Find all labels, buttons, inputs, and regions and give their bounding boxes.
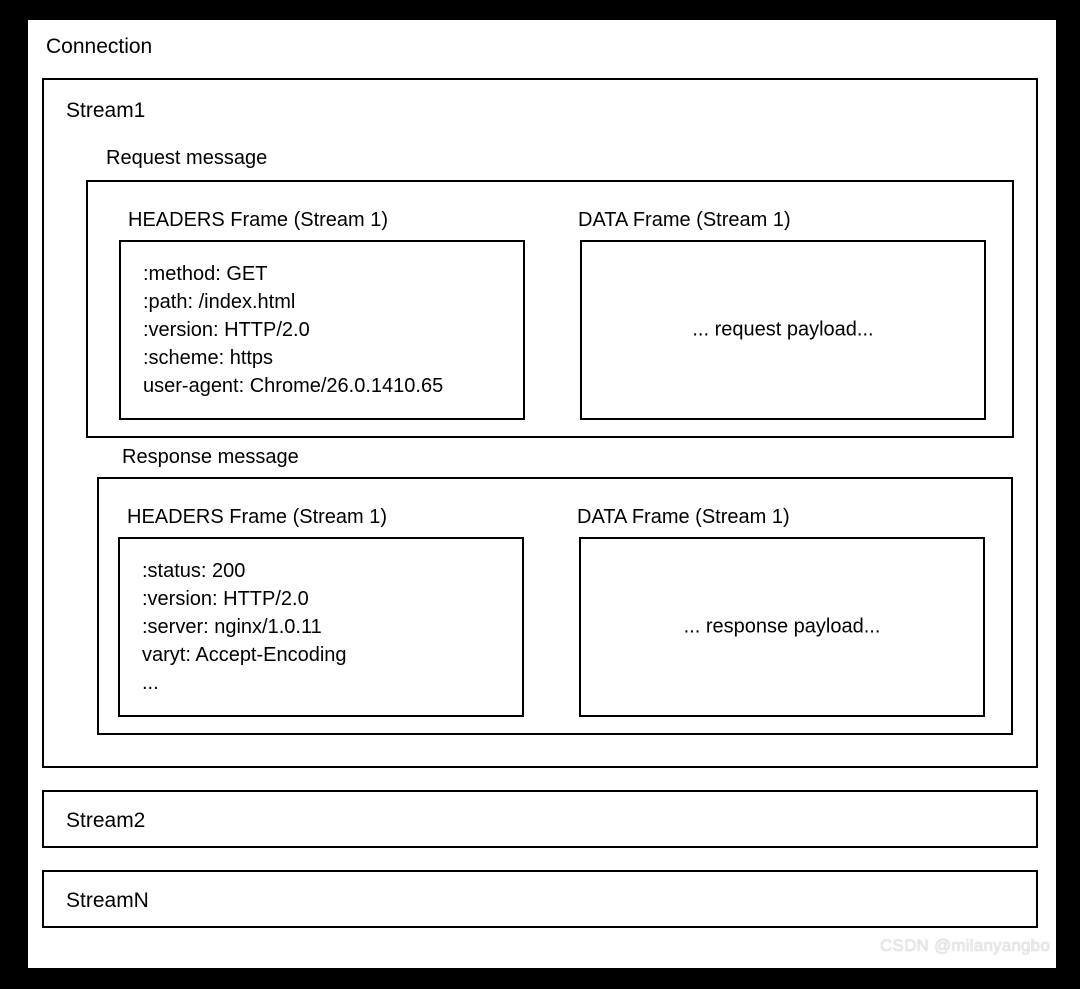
- stream1-label: Stream1: [66, 99, 146, 122]
- response-headers-field-list: :status: 200 :version: HTTP/2.0 :server:…: [142, 557, 512, 697]
- request-data-frame-label: DATA Frame (Stream 1): [578, 209, 791, 231]
- header-field: user-agent: Chrome/26.0.1410.65: [143, 375, 444, 397]
- request-headers-field-list: :method: GET :path: /index.html :version…: [143, 260, 513, 400]
- header-field: ...: [142, 672, 159, 694]
- response-headers-frame-box: :status: 200 :version: HTTP/2.0 :server:…: [118, 537, 524, 717]
- response-payload-text: ... response payload...: [683, 615, 881, 638]
- header-field: :status: 200: [142, 560, 246, 582]
- stream1-container: Stream1 Request message HEADERS Frame (S…: [42, 78, 1038, 768]
- stream2-container: Stream2: [42, 790, 1038, 848]
- header-field: :version: HTTP/2.0: [143, 319, 310, 341]
- connection-label: Connection: [46, 35, 153, 58]
- request-message-label: Request message: [106, 147, 268, 169]
- request-headers-frame-box: :method: GET :path: /index.html :version…: [119, 240, 525, 420]
- header-field: :version: HTTP/2.0: [142, 588, 309, 610]
- header-field: :server: nginx/1.0.11: [142, 616, 322, 638]
- request-data-frame-box: ... request payload...: [580, 240, 986, 420]
- streamn-container: StreamN: [42, 870, 1038, 928]
- diagram-canvas: Connection Stream1 Request message HEADE…: [28, 20, 1056, 968]
- request-message-container: HEADERS Frame (Stream 1) :method: GET :p…: [86, 180, 1014, 438]
- response-headers-frame-label: HEADERS Frame (Stream 1): [127, 506, 388, 528]
- request-headers-frame-label: HEADERS Frame (Stream 1): [128, 209, 389, 231]
- request-payload-text: ... request payload...: [692, 318, 874, 341]
- stream2-label: Stream2: [66, 809, 146, 832]
- watermark-text: CSDN @milanyangbo: [880, 936, 1050, 955]
- header-field: varyt: Accept-Encoding: [142, 644, 347, 666]
- response-data-frame-label: DATA Frame (Stream 1): [577, 506, 790, 528]
- header-field: :path: /index.html: [143, 291, 296, 313]
- response-message-label: Response message: [122, 446, 299, 468]
- response-data-frame-box: ... response payload...: [579, 537, 985, 717]
- streamn-label: StreamN: [66, 889, 149, 912]
- header-field: :method: GET: [143, 263, 268, 285]
- header-field: :scheme: https: [143, 347, 274, 369]
- response-message-container: HEADERS Frame (Stream 1) :status: 200 :v…: [97, 477, 1013, 735]
